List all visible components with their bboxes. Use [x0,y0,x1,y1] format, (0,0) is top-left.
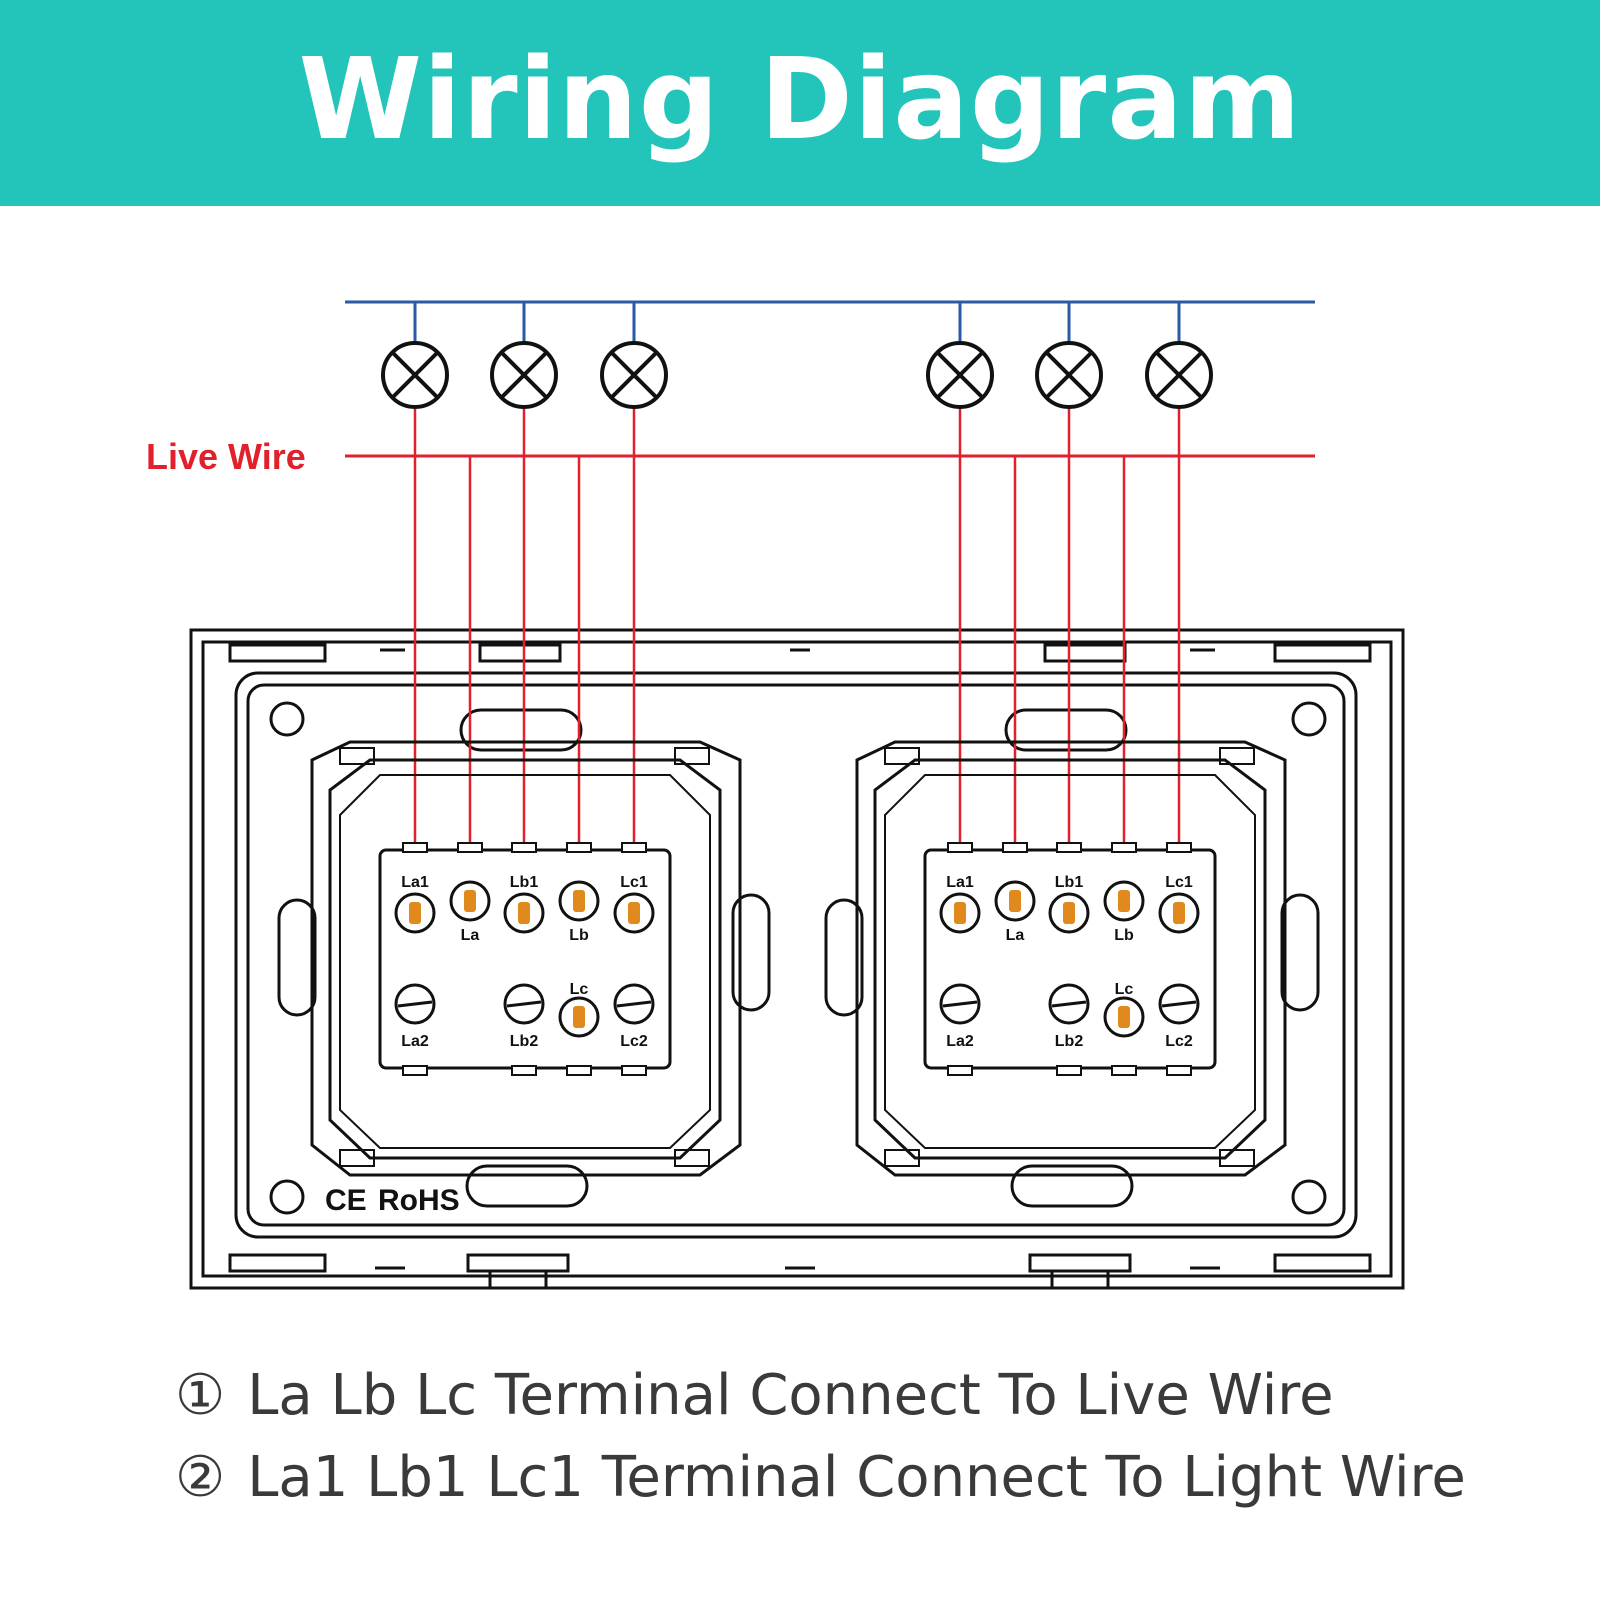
lamp-cross [391,351,439,399]
terminal-tab [1166,1065,1192,1076]
lamp-cross [500,351,548,399]
instruction-1: ① La Lb Lc Terminal Connect To Live Wire [175,1355,1595,1437]
terminal-label-la2: La2 [946,1033,974,1050]
terminal-label-lc: Lc [1115,981,1134,998]
lamp-cross [936,351,984,399]
module-outer-frame [310,740,742,1177]
module-core-frame [884,774,1256,1149]
wire-core [409,902,421,924]
terminal-tab [566,1065,592,1076]
ce-mark: CE [325,1184,367,1217]
terminal-tab [947,1065,973,1076]
wire-core [1009,890,1021,912]
instruction-1-text: La Lb Lc Terminal Connect To Live Wire [247,1363,1334,1428]
terminal-tab [621,842,647,853]
terminal-label-la1: La1 [946,874,974,891]
terminal-tab [621,1065,647,1076]
module-clip [339,1149,375,1167]
module-clip [884,1149,920,1167]
terminal-label-lb1: Lb1 [510,874,539,891]
wire-core [954,902,966,924]
terminal-tab [402,842,428,853]
terminal-tab [511,1065,537,1076]
module-core-frame [339,774,711,1149]
wire-core [518,902,530,924]
live-wire-label: Live Wire [146,436,306,477]
wire-core [1118,1006,1130,1028]
terminal-tab [457,842,483,853]
module-clip [674,747,710,765]
instruction-2-text: La1 Lb1 Lc1 Terminal Connect To Light Wi… [247,1445,1466,1510]
terminal-label-lb2: Lb2 [510,1033,539,1050]
screw-slot [942,1000,978,1008]
terminal-tab [1111,842,1137,853]
terminal-label-lc2: Lc2 [620,1033,648,1050]
module-clip [884,747,920,765]
wire-core [1063,902,1075,924]
terminal-label-lc2: Lc2 [1165,1033,1193,1050]
screw-slot [1051,1000,1087,1008]
terminal-label-la2: La2 [401,1033,429,1050]
terminal-label-lc1: Lc1 [620,874,648,891]
terminal-tab [1166,842,1192,853]
module-outer-frame [855,740,1287,1177]
terminal-label-la1: La1 [401,874,429,891]
wire-core [628,902,640,924]
screw-slot [1161,1000,1197,1008]
screw-slot [506,1000,542,1008]
wire-core [573,890,585,912]
terminal-tab [1056,1065,1082,1076]
module-clip [674,1149,710,1167]
terminal-label-la: La [461,927,480,944]
terminal-tab [511,842,537,853]
wire-core [573,1006,585,1028]
wire-core [1173,902,1185,924]
screw-slot [616,1000,652,1008]
lamp-cross [1045,351,1093,399]
switch-plate [189,628,1405,1290]
module-inner-frame [328,758,722,1160]
terminal-label-lb2: Lb2 [1055,1033,1084,1050]
instruction-2: ② La1 Lb1 Lc1 Terminal Connect To Light W… [175,1437,1595,1519]
wire-core [1118,890,1130,912]
lamp-cross [1155,351,1203,399]
step-number-2: ② [175,1445,226,1510]
wire-core [464,890,476,912]
terminal-tab [402,1065,428,1076]
terminal-label-lb: Lb [1114,927,1134,944]
module-clip [339,747,375,765]
terminal-tab [566,842,592,853]
rohs-mark: RoHS [378,1184,460,1217]
module-inner-frame [873,758,1267,1160]
terminal-label-lb1: Lb1 [1055,874,1084,891]
terminal-tab [1056,842,1082,853]
page-title: Wiring Diagram [298,35,1302,165]
step-number-1: ① [175,1363,226,1428]
lamp-cross [610,351,658,399]
terminal-label-lb: Lb [569,927,589,944]
module-clip [1219,747,1255,765]
module-clip [1219,1149,1255,1167]
terminal-label-lc1: Lc1 [1165,874,1193,891]
terminal-label-la: La [1006,927,1025,944]
terminal-label-lc: Lc [570,981,589,998]
terminal-tab [947,842,973,853]
terminal-tab [1111,1065,1137,1076]
screw-slot [397,1000,433,1008]
header-banner: Wiring Diagram [0,0,1600,206]
terminal-tab [1002,842,1028,853]
